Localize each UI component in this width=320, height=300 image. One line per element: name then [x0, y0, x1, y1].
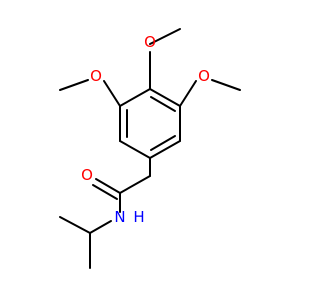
benzene-ring [119, 88, 181, 159]
atom-o-carbonyl: O [81, 166, 93, 184]
bond-o2-ch3 [59, 79, 89, 91]
bond-c3-o2 [103, 80, 121, 107]
bond-ch-ch3-left [59, 216, 91, 234]
atom-o-left: O [90, 67, 102, 85]
ring-bond-4 [119, 140, 151, 159]
ring-bond-1 [149, 88, 181, 107]
atom-h-amide: H [133, 208, 144, 226]
ring-bond-6 [119, 88, 151, 107]
bond-o3-ch3 [211, 79, 241, 91]
atom-labels: O O O O N H [81, 33, 210, 226]
atom-o-para: O [144, 33, 156, 51]
amide-chain [59, 157, 151, 269]
bond-n-ch [89, 220, 112, 234]
bond-carbonyl-o-b [92, 184, 118, 200]
ring-bond-3 [149, 140, 181, 159]
methoxy-groups [59, 28, 241, 107]
atom-n-amide: N [114, 208, 125, 226]
atom-o-right: O [198, 67, 210, 85]
bond-carbonyl-o-a [95, 178, 121, 194]
ring-bond-1-inner [150, 96, 176, 112]
molecule-structure: O O O O N H [59, 28, 241, 269]
ring-bond-3-inner [150, 135, 176, 151]
bond-c5-o3 [179, 80, 197, 107]
bond-ch2-carbonyl [119, 175, 151, 194]
bond-o1-ch3 [149, 28, 181, 45]
